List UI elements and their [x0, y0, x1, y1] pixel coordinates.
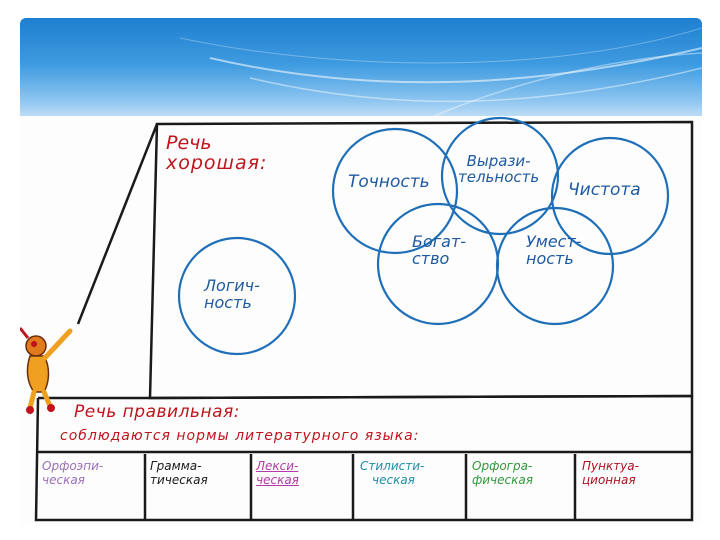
norm-orfoepicheskaya-line1: Орфоэпи-	[42, 459, 104, 473]
frame-drawing	[20, 116, 694, 522]
quality-label-chistota: Чистота	[568, 180, 641, 200]
banner-swoosh	[179, 27, 702, 122]
quality-label-umestnost: Умест- ность	[526, 232, 582, 268]
circle-vyrazitelnost	[440, 116, 560, 236]
circle-logichnost	[177, 236, 297, 356]
norm-grammaticheskaya-line1: Грамма-	[150, 459, 202, 473]
drawing-sheet: Речь хорошая: Точность Вырази- тельность…	[20, 116, 702, 526]
logichnost-line2: ность	[204, 292, 252, 312]
quality-label-logichnost: Логич- ность	[204, 276, 260, 312]
norm-stilisticheskaya-line1: Стилисти-	[360, 459, 425, 473]
circle-chistota	[550, 136, 670, 256]
norm-cell-stilisticheskaya: Стилисти- ческая	[360, 459, 425, 488]
quality-circles	[177, 116, 670, 356]
correct-speech-subtitle: соблюдаются нормы литературного языка:	[60, 428, 420, 444]
norm-grammaticheskaya-line2: тическая	[150, 472, 208, 487]
norm-punktuacionnaya-line1: Пунктуа-	[582, 459, 639, 473]
slide-banner	[20, 18, 702, 122]
norm-cell-grammaticheskaya: Грамма- тическая	[150, 459, 208, 488]
norm-orfograficheskaya-line2: фическая	[472, 472, 533, 487]
logichnost-line1: Логич-	[204, 276, 260, 295]
umestnost-line2: ность	[526, 248, 574, 268]
norm-cell-leksicheskaya: Лекси- ческая	[256, 459, 299, 488]
circle-tochnost	[331, 127, 459, 255]
norm-orfoepicheskaya-line2: ческая	[42, 472, 85, 487]
quality-label-tochnost: Точность	[348, 172, 430, 192]
quality-label-bogatstvo: Богат- ство	[412, 232, 467, 268]
norm-cell-punktuacionnaya: Пунктуа- ционная	[582, 459, 639, 488]
clown-figure	[20, 327, 73, 414]
vyrazitelnost-line2: тельность	[458, 167, 540, 186]
umestnost-line1: Умест-	[526, 232, 582, 251]
circle-umestnost	[495, 206, 615, 326]
norm-cell-orfograficheskaya: Орфогра- фическая	[472, 459, 533, 488]
good-speech-title-line1: Речь	[166, 132, 212, 154]
quality-label-vyrazitelnost: Вырази- тельность	[458, 152, 540, 186]
bogatstvo-line1: Богат-	[412, 232, 467, 251]
good-speech-title: Речь хорошая:	[166, 132, 268, 174]
bogatstvo-line2: ство	[412, 248, 450, 268]
norm-stilisticheskaya-line2: ческая	[372, 472, 415, 487]
correct-speech-title: Речь правильная:	[74, 402, 240, 422]
vyrazitelnost-line1: Вырази-	[466, 152, 531, 170]
norm-punktuacionnaya-line2: ционная	[582, 472, 636, 487]
good-speech-title-line2: хорошая:	[166, 151, 268, 174]
norm-leksicheskaya-line2: ческая	[256, 472, 299, 487]
norm-orfograficheskaya-line1: Орфогра-	[472, 459, 533, 473]
norm-cell-orfoepicheskaya: Орфоэпи- ческая	[42, 459, 104, 488]
norm-leksicheskaya-line1: Лекси-	[256, 459, 299, 473]
